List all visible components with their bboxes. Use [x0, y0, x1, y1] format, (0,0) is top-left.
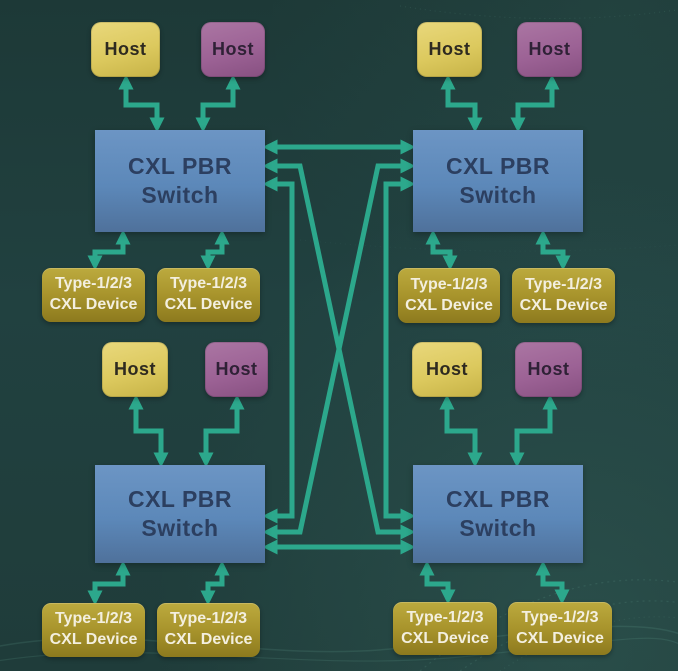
switch-top-left: CXL PBR Switch: [95, 130, 265, 232]
device-label: Type-1/2/3 CXL Device: [164, 275, 253, 313]
device-label: Type-1/2/3 CXL Device: [401, 608, 489, 647]
link-host3-switch-tr: [440, 74, 483, 133]
device-5-bottom-left: Type-1/2/3 CXL Device: [42, 603, 145, 657]
host-label: Host: [215, 359, 258, 379]
host-5-bottom-left-yellow: Host: [102, 342, 168, 397]
link-switch-tr-switch-br: [383, 176, 416, 524]
link-host2-switch-tl: [195, 74, 241, 133]
link-host4-switch-tr: [510, 74, 560, 133]
switch-bottom-right: CXL PBR Switch: [413, 465, 583, 563]
link-switch-tr-switch-bl: [262, 158, 416, 540]
host-label: Host: [212, 39, 254, 59]
host-label: Host: [426, 359, 468, 379]
device-4-top-right: Type-1/2/3 CXL Device: [512, 268, 615, 323]
host-4-top-right-purple: Host: [517, 22, 582, 77]
device-label: Type-1/2/3 CXL Device: [49, 275, 138, 313]
switch-bottom-left: CXL PBR Switch: [95, 465, 265, 563]
host-2-top-left-purple: Host: [201, 22, 265, 77]
link-switch-tr-device4: [535, 229, 571, 271]
host-label: Host: [114, 359, 156, 379]
switch-label: CXL PBR Switch: [445, 486, 551, 541]
device-label: Type-1/2/3 CXL Device: [516, 608, 604, 647]
switch-label: CXL PBR Switch: [127, 486, 233, 541]
link-host7-switch-br: [439, 394, 483, 468]
link-switch-tl-device2: [200, 229, 230, 271]
device-7-bottom-right: Type-1/2/3 CXL Device: [393, 602, 497, 655]
host-label: Host: [528, 39, 571, 59]
host-label: Host: [527, 359, 570, 379]
link-switch-tr-device3: [425, 229, 458, 271]
link-host1-switch-tl: [118, 74, 165, 133]
device-3-top-right: Type-1/2/3 CXL Device: [398, 268, 500, 323]
host-8-bottom-right-purple: Host: [515, 342, 582, 397]
device-label: Type-1/2/3 CXL Device: [519, 275, 608, 314]
device-label: Type-1/2/3 CXL Device: [164, 610, 253, 648]
link-switch-bl-device5: [87, 560, 131, 606]
link-switch-tl-switch-bl: [262, 176, 295, 524]
host-label: Host: [104, 39, 147, 59]
host-1-top-left-yellow: Host: [91, 22, 160, 77]
device-label: Type-1/2/3 CXL Device: [405, 275, 493, 314]
host-7-bottom-right-yellow: Host: [412, 342, 482, 397]
host-6-bottom-left-purple: Host: [205, 342, 268, 397]
link-switch-br-device8: [535, 560, 570, 605]
link-host8-switch-br: [509, 394, 558, 468]
device-label: Type-1/2/3 CXL Device: [49, 610, 138, 648]
link-host5-switch-bl: [128, 394, 169, 468]
switch-label: CXL PBR Switch: [127, 153, 233, 208]
device-1-top-left: Type-1/2/3 CXL Device: [42, 268, 145, 322]
host-switch-links: [118, 74, 560, 468]
link-switch-tl-device1: [87, 229, 131, 271]
host-3-top-right-yellow: Host: [417, 22, 482, 77]
switch-label: CXL PBR Switch: [445, 153, 551, 208]
host-label: Host: [428, 39, 471, 59]
switch-mesh-links: [262, 139, 416, 555]
device-6-bottom-left: Type-1/2/3 CXL Device: [157, 603, 260, 657]
link-switch-bl-device6: [200, 560, 230, 606]
device-8-bottom-right: Type-1/2/3 CXL Device: [508, 602, 612, 655]
link-switch-br-device7: [419, 560, 456, 605]
switch-device-links: [87, 229, 571, 606]
device-2-top-left: Type-1/2/3 CXL Device: [157, 268, 260, 322]
switch-top-right: CXL PBR Switch: [413, 130, 583, 232]
link-host6-switch-bl: [198, 394, 245, 468]
